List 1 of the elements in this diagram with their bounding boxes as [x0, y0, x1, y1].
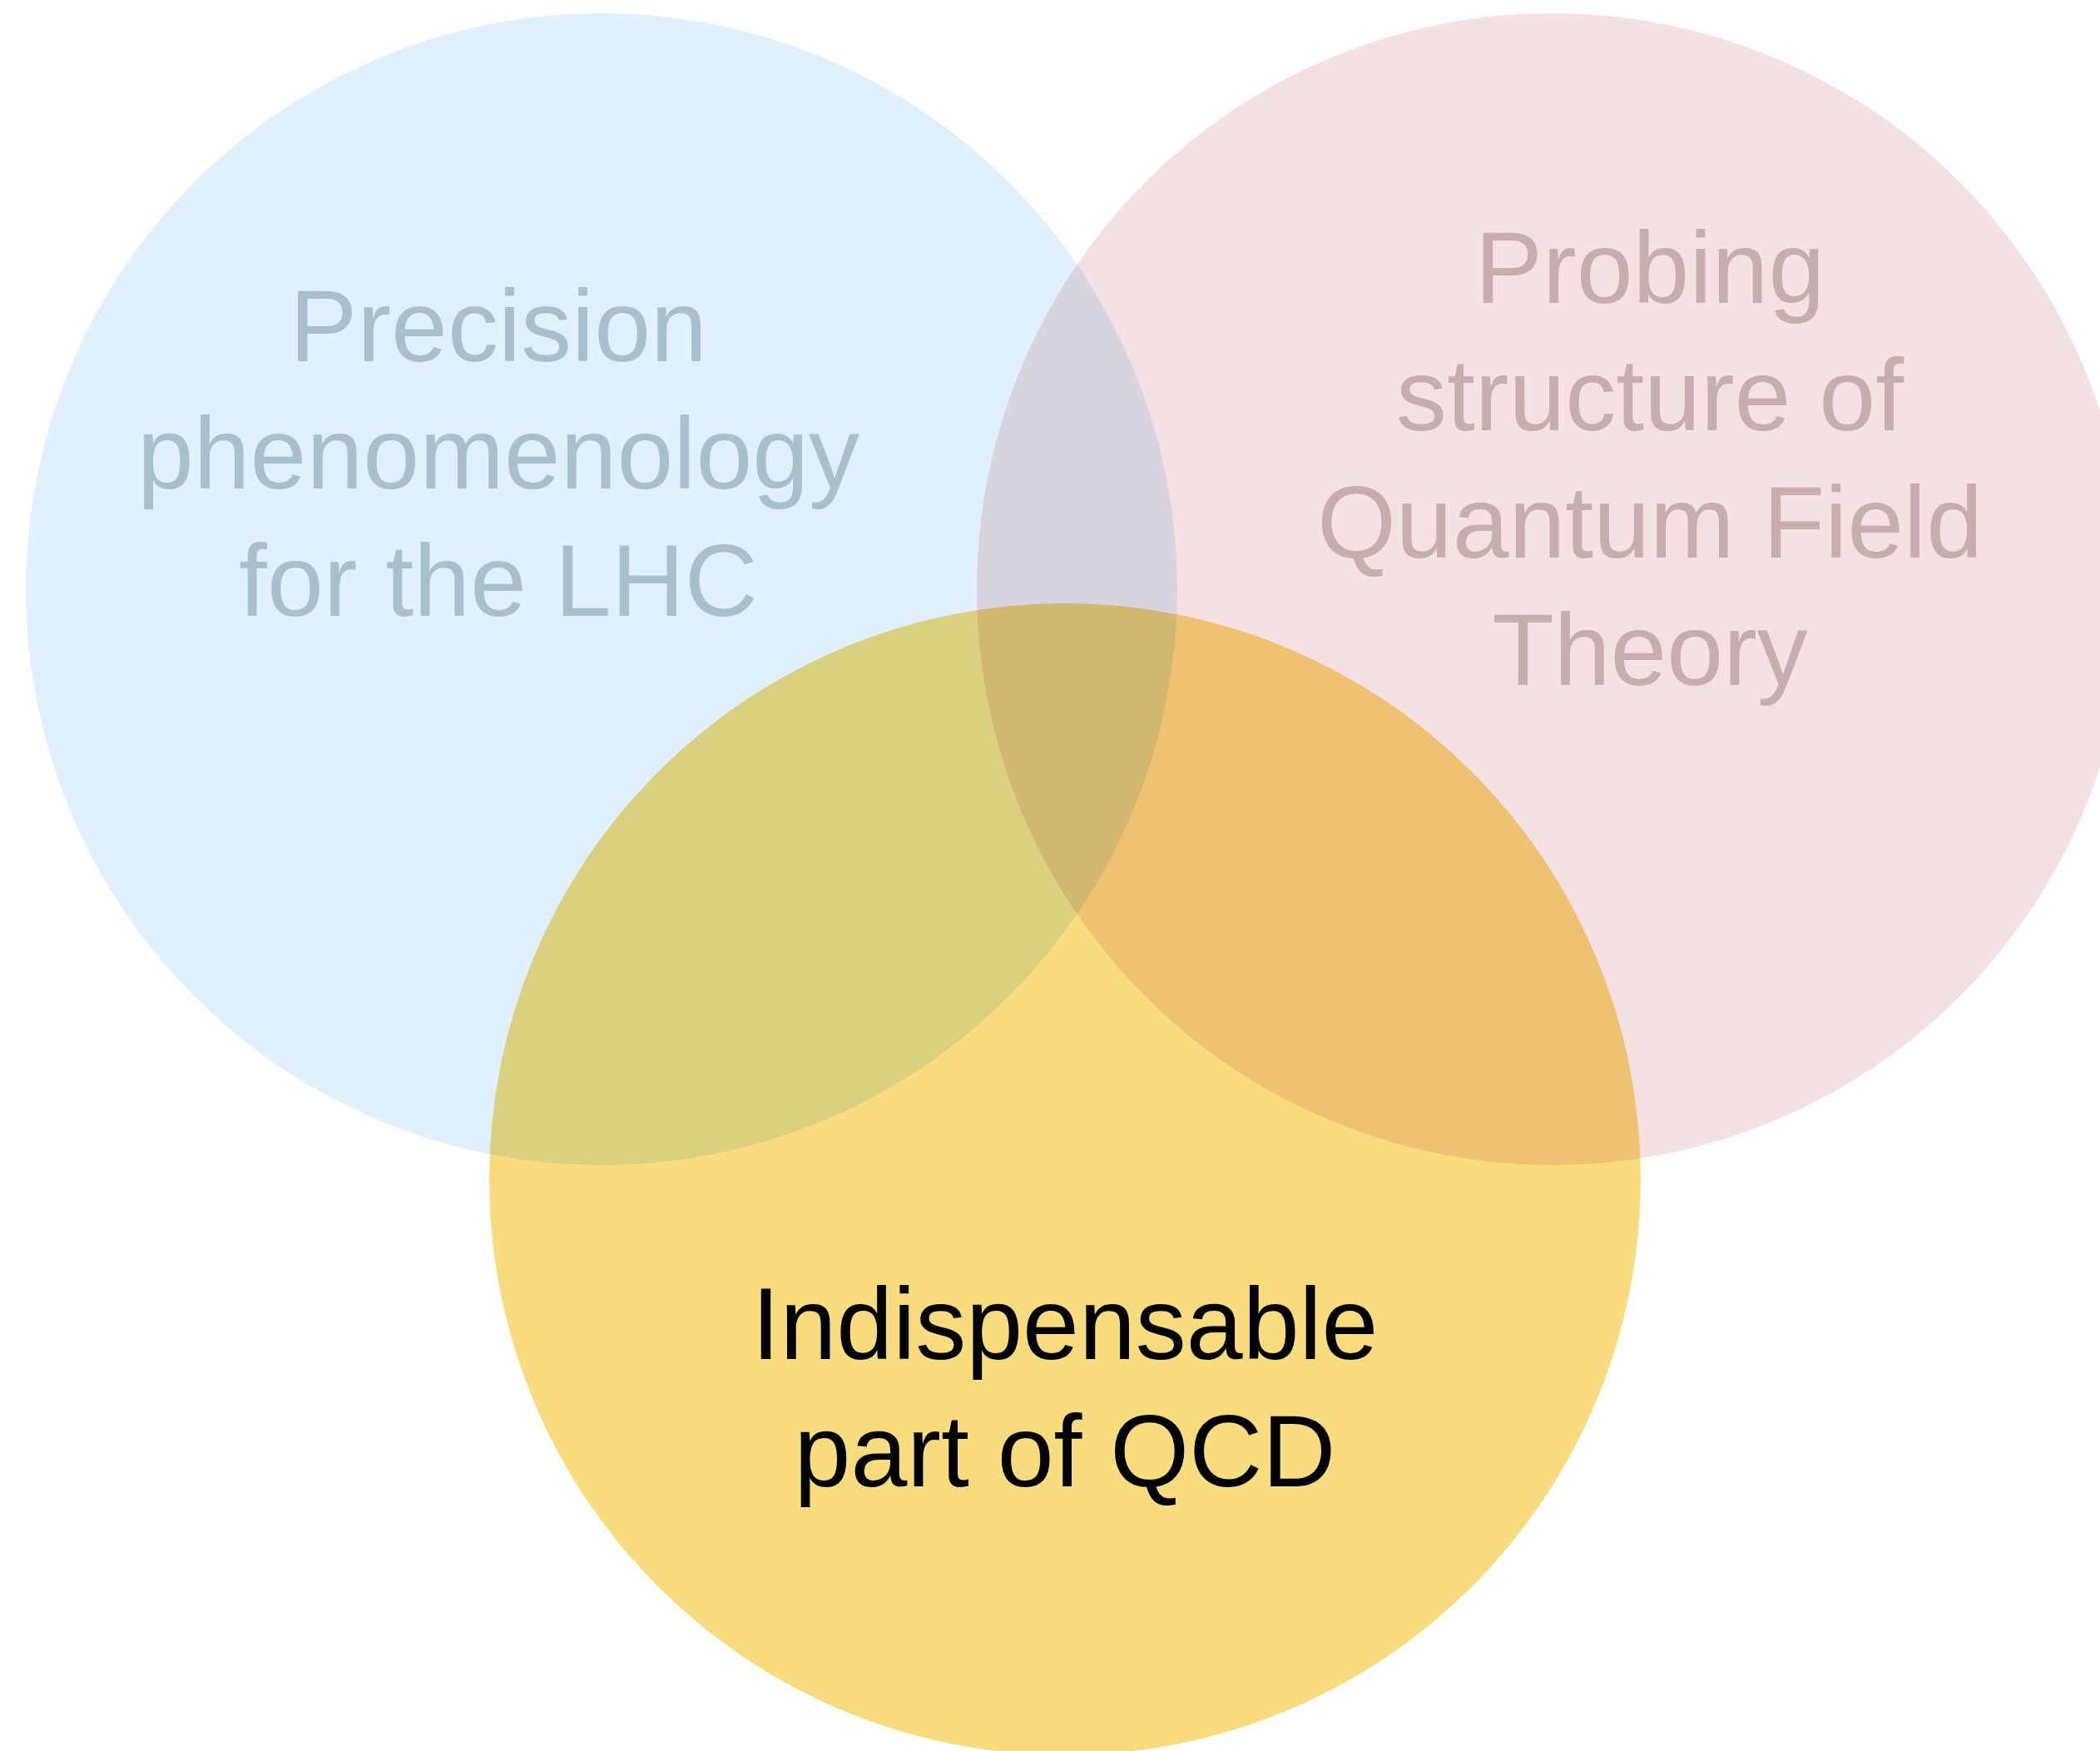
circle-label: Indispensable part of QCD	[750, 1267, 1379, 1510]
